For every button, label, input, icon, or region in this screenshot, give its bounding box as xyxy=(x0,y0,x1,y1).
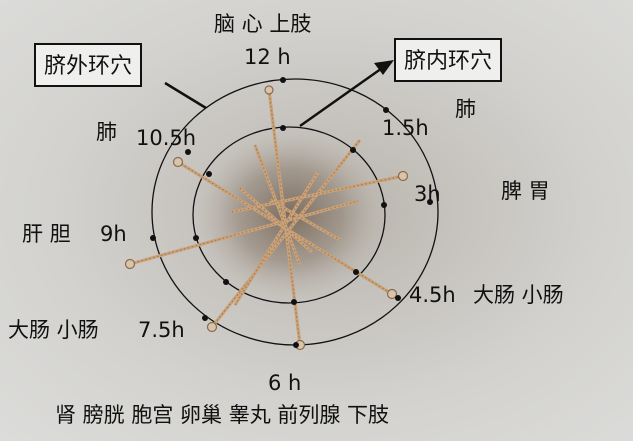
acupoint-outer-1-5h xyxy=(383,107,389,113)
clock-label-4-5h: 4.5h xyxy=(409,283,456,307)
inner-ring-points xyxy=(193,125,387,305)
inner-ring-callout: 脐内环穴 xyxy=(394,38,503,82)
acupoint-inner-7-5h xyxy=(223,279,229,285)
outer-ring-pointer xyxy=(164,81,207,110)
needle-handle xyxy=(206,321,218,333)
organ-label-left: 肝 胆 xyxy=(22,222,71,246)
acupoint-outer-3h xyxy=(427,199,433,205)
acupoint-outer-12h xyxy=(280,77,286,83)
organ-label-bottom: 肾 膀胱 胞宫 卵巢 睾丸 前列腺 下肢 xyxy=(55,403,390,427)
acupoint-inner-3h xyxy=(381,202,387,208)
needle-handle xyxy=(124,258,136,270)
organ-label-upper-left: 肺 xyxy=(96,120,117,144)
clock-label-3h: 3h xyxy=(414,182,441,206)
needle-handle xyxy=(386,288,398,300)
needle-handle xyxy=(172,156,184,168)
clock-label-7-5h: 7.5h xyxy=(138,318,185,342)
clock-label-6h: 6 h xyxy=(268,371,302,395)
organ-label-right: 脾 胃 xyxy=(501,179,550,203)
acupoint-outer-6h xyxy=(293,342,299,348)
needle-handle xyxy=(397,170,409,182)
needle xyxy=(129,199,359,266)
outer-ring-points xyxy=(150,77,433,348)
acupoint-inner-9h xyxy=(193,235,199,241)
acupoint-inner-12h xyxy=(280,125,286,131)
acupoint-inner-10-5h xyxy=(206,171,212,177)
organ-label-lower-left: 大肠 小肠 xyxy=(8,318,99,342)
acupoint-outer-4-5h xyxy=(395,295,401,301)
organ-label-upper-right: 肺 xyxy=(455,97,476,121)
acupoint-inner-1-5h xyxy=(350,147,356,153)
inner-ring xyxy=(192,126,386,304)
organ-label-lower-right: 大肠 小肠 xyxy=(473,283,564,307)
acupoint-outer-10-5h xyxy=(185,149,191,155)
clock-label-1-5h: 1.5h xyxy=(382,116,429,140)
outer-ring-callout: 脐外环穴 xyxy=(34,43,143,87)
inner-ring-arrowhead xyxy=(374,60,394,75)
acupoint-outer-9h xyxy=(150,235,156,241)
needle-handle xyxy=(264,85,274,95)
needle xyxy=(269,198,341,242)
clock-label-12h: 12 h xyxy=(244,45,291,69)
acupoint-outer-7-5h xyxy=(202,315,208,321)
acupoint-inner-4-5h xyxy=(353,269,359,275)
acupoint-inner-6h xyxy=(291,299,297,305)
needle xyxy=(233,171,320,306)
needle xyxy=(210,139,362,328)
needle xyxy=(238,186,314,254)
organ-label-top: 脑 心 上肢 xyxy=(214,12,312,36)
clock-label-10-5h: 10.5h xyxy=(136,126,197,150)
inner-ring-pointer xyxy=(299,64,386,128)
clock-label-9h: 9h xyxy=(100,222,127,246)
